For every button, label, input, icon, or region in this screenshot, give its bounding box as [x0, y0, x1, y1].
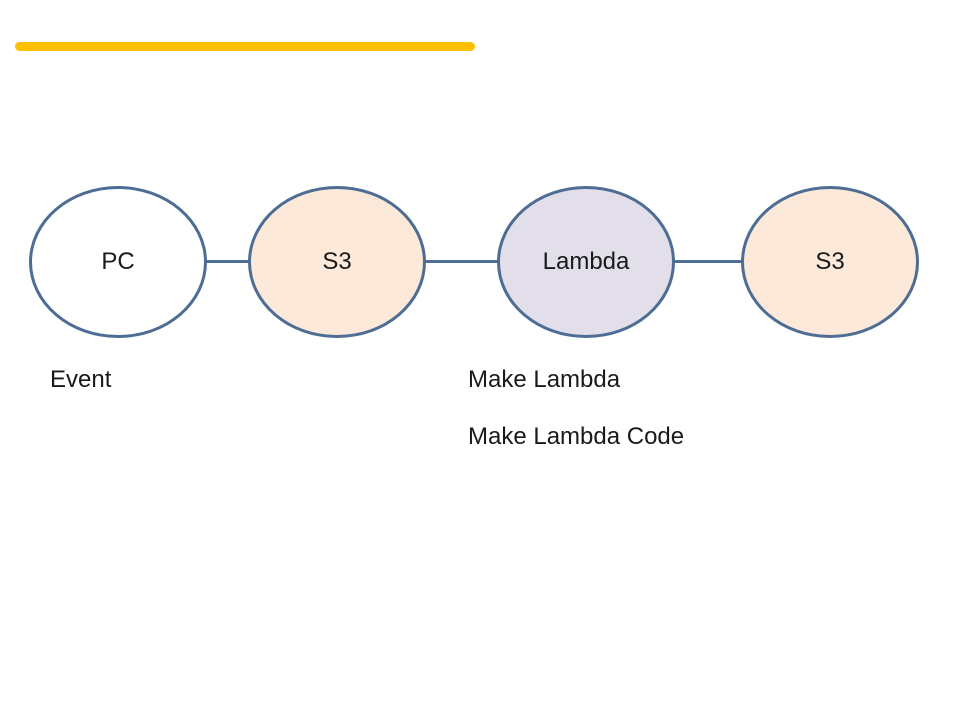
node-pc: PC — [29, 186, 207, 338]
node-lambda-label: Lambda — [542, 248, 630, 275]
caption-make-lambda-code: Make Lambda Code — [468, 423, 685, 450]
node-s3-source-label: S3 — [322, 248, 352, 275]
connector-pc-s3 — [195, 260, 255, 263]
connector-s3-lambda — [418, 260, 504, 263]
accent-bar — [15, 42, 475, 51]
caption-event: Event — [50, 366, 112, 393]
caption-make-lambda: Make Lambda — [468, 366, 621, 393]
node-s3-dest-label: S3 — [815, 248, 845, 275]
node-s3-dest: S3 — [741, 186, 919, 338]
connector-lambda-s3 — [670, 260, 748, 263]
node-pc-label: PC — [101, 248, 135, 275]
node-s3-source: S3 — [248, 186, 426, 338]
node-lambda: Lambda — [497, 186, 675, 338]
